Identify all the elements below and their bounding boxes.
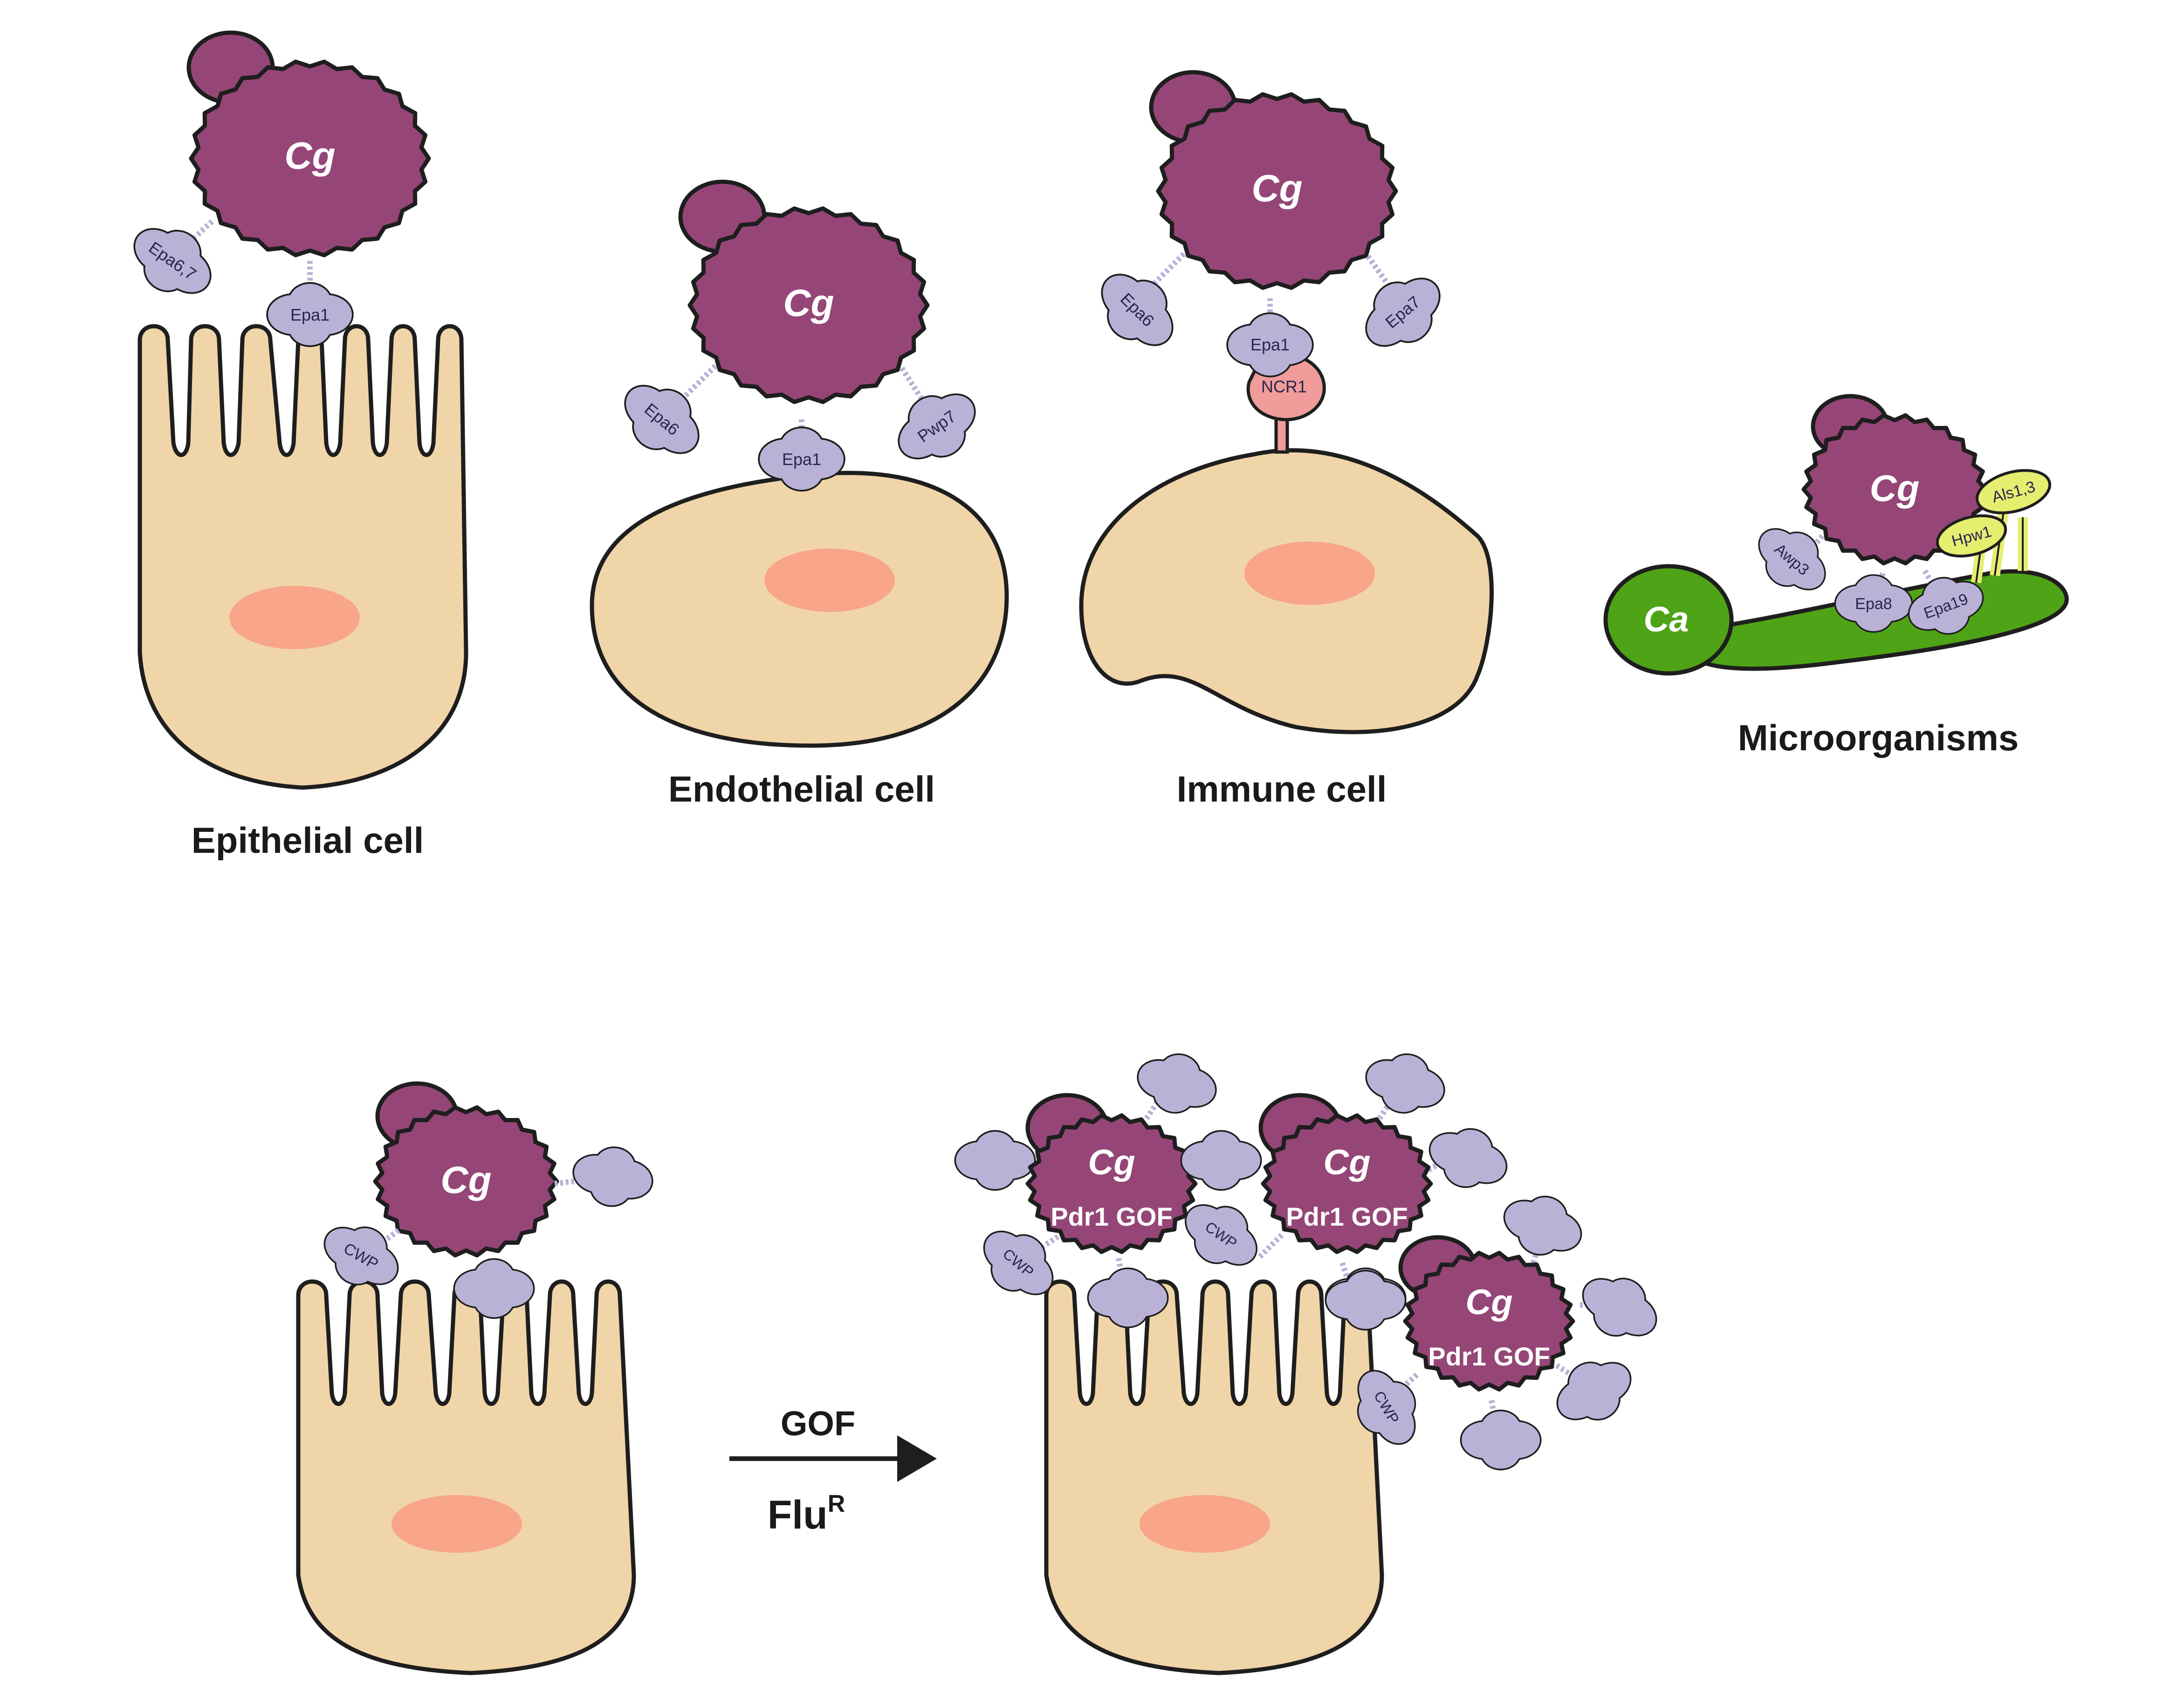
adhesin-label: Epa1 bbox=[1250, 335, 1290, 354]
yeast-label: Cg bbox=[1870, 467, 1920, 509]
yeast-label: Cg bbox=[1323, 1143, 1370, 1182]
immune-nucleus bbox=[1244, 542, 1375, 605]
yeast-label: Cg bbox=[783, 282, 834, 324]
adhesin-unlabeled bbox=[570, 1142, 657, 1212]
adhesin-label: Epa1 bbox=[290, 305, 330, 324]
yeast-cell-body bbox=[687, 206, 930, 405]
candida-adhesin-als13: Als1,3 bbox=[1975, 469, 2052, 514]
adhesin-unlabeled bbox=[1545, 1347, 1642, 1436]
yeast-label: Cg bbox=[1088, 1143, 1135, 1182]
yeast-cell-body bbox=[1403, 1251, 1575, 1392]
endothelial-cg-yeast: Cg Epa6 Epa1 Pwp7 bbox=[610, 179, 989, 490]
yeast-cell-body bbox=[189, 59, 431, 258]
gof-cg-yeast-1: CWP Cg Pdr1 GOF bbox=[956, 1046, 1222, 1327]
bottom-right-epithelial-cell bbox=[1044, 1279, 1384, 1675]
yeast-label: Cg bbox=[440, 1159, 491, 1201]
bottom-left-cg-yeast: Cg CWP bbox=[313, 1081, 657, 1317]
yeast-cell-body bbox=[1801, 413, 1988, 566]
yeast-cell-body bbox=[1025, 1113, 1198, 1254]
adhesin-unlabeled bbox=[1462, 1411, 1540, 1468]
panel-label-epithelial: Epithelial cell bbox=[192, 820, 424, 861]
panel-label-microorganisms: Microorganisms bbox=[1738, 717, 2019, 758]
microorganism-cg-yeast: Cg Awp3 Epa8 Epa19 bbox=[1745, 394, 1991, 645]
yeast-cell-body bbox=[373, 1105, 559, 1258]
yeast-label: Cg bbox=[1251, 167, 1302, 210]
yeast-label: Cg bbox=[1465, 1282, 1512, 1322]
adhesin-label: Epa1 bbox=[782, 450, 821, 469]
gof-label: Pdr1 GOF bbox=[1428, 1342, 1550, 1371]
bottom-left-epithelial-cell bbox=[296, 1279, 636, 1675]
candida-yeast-cell bbox=[1603, 564, 1734, 676]
yeast-cell-body bbox=[1261, 1113, 1433, 1254]
arrow-label-flu: FluR bbox=[768, 1490, 845, 1537]
panel-label-endothelial: Endothelial cell bbox=[668, 768, 935, 809]
gof-label: Pdr1 GOF bbox=[1286, 1202, 1408, 1231]
adhesin-unlabeled bbox=[1132, 1046, 1222, 1121]
epithelial-host-cell bbox=[137, 324, 468, 790]
adhesin-unlabeled bbox=[1496, 1185, 1589, 1266]
arrow-label-gof: GOF bbox=[781, 1404, 855, 1443]
adhesin-unlabeled bbox=[1422, 1118, 1515, 1198]
gof-cg-yeast-2: CWP Cg Pdr1 GOF bbox=[1173, 1046, 1515, 1327]
adhesin-unlabeled bbox=[1360, 1046, 1450, 1121]
panel-label-immune: Immune cell bbox=[1177, 768, 1387, 809]
adhesin-unlabeled bbox=[956, 1132, 1034, 1189]
gof-cg-yeast-3: CWP Cg Pdr1 GOF bbox=[1326, 1185, 1668, 1468]
immune-cg-yeast: Cg Epa6 Epa1 Epa7 bbox=[1086, 70, 1455, 376]
receptor-label: NCR1 bbox=[1261, 377, 1307, 396]
endothelial-host-cell bbox=[590, 471, 1009, 748]
candida-label: Ca bbox=[1643, 600, 1689, 639]
endothelial-nucleus bbox=[764, 549, 895, 612]
gof-arrow: GOF FluR bbox=[729, 1404, 937, 1537]
adhesin-label: Epa8 bbox=[1855, 595, 1892, 613]
epithelial-cg-yeast: Cg Epa6,7 Epa1 bbox=[120, 30, 431, 345]
adhesin-unlabeled bbox=[1326, 1271, 1405, 1329]
epithelial-nucleus bbox=[229, 586, 360, 649]
yeast-label: Cg bbox=[284, 135, 335, 177]
bottom-right-nucleus bbox=[1140, 1495, 1270, 1553]
bottom-left-nucleus bbox=[391, 1495, 522, 1553]
gof-label: Pdr1 GOF bbox=[1051, 1202, 1172, 1231]
immune-host-cell: NCR1 bbox=[1079, 353, 1494, 734]
candida-adhesin-hpw1: Hpw1 bbox=[1936, 514, 2007, 558]
yeast-cell-body bbox=[1156, 92, 1398, 290]
